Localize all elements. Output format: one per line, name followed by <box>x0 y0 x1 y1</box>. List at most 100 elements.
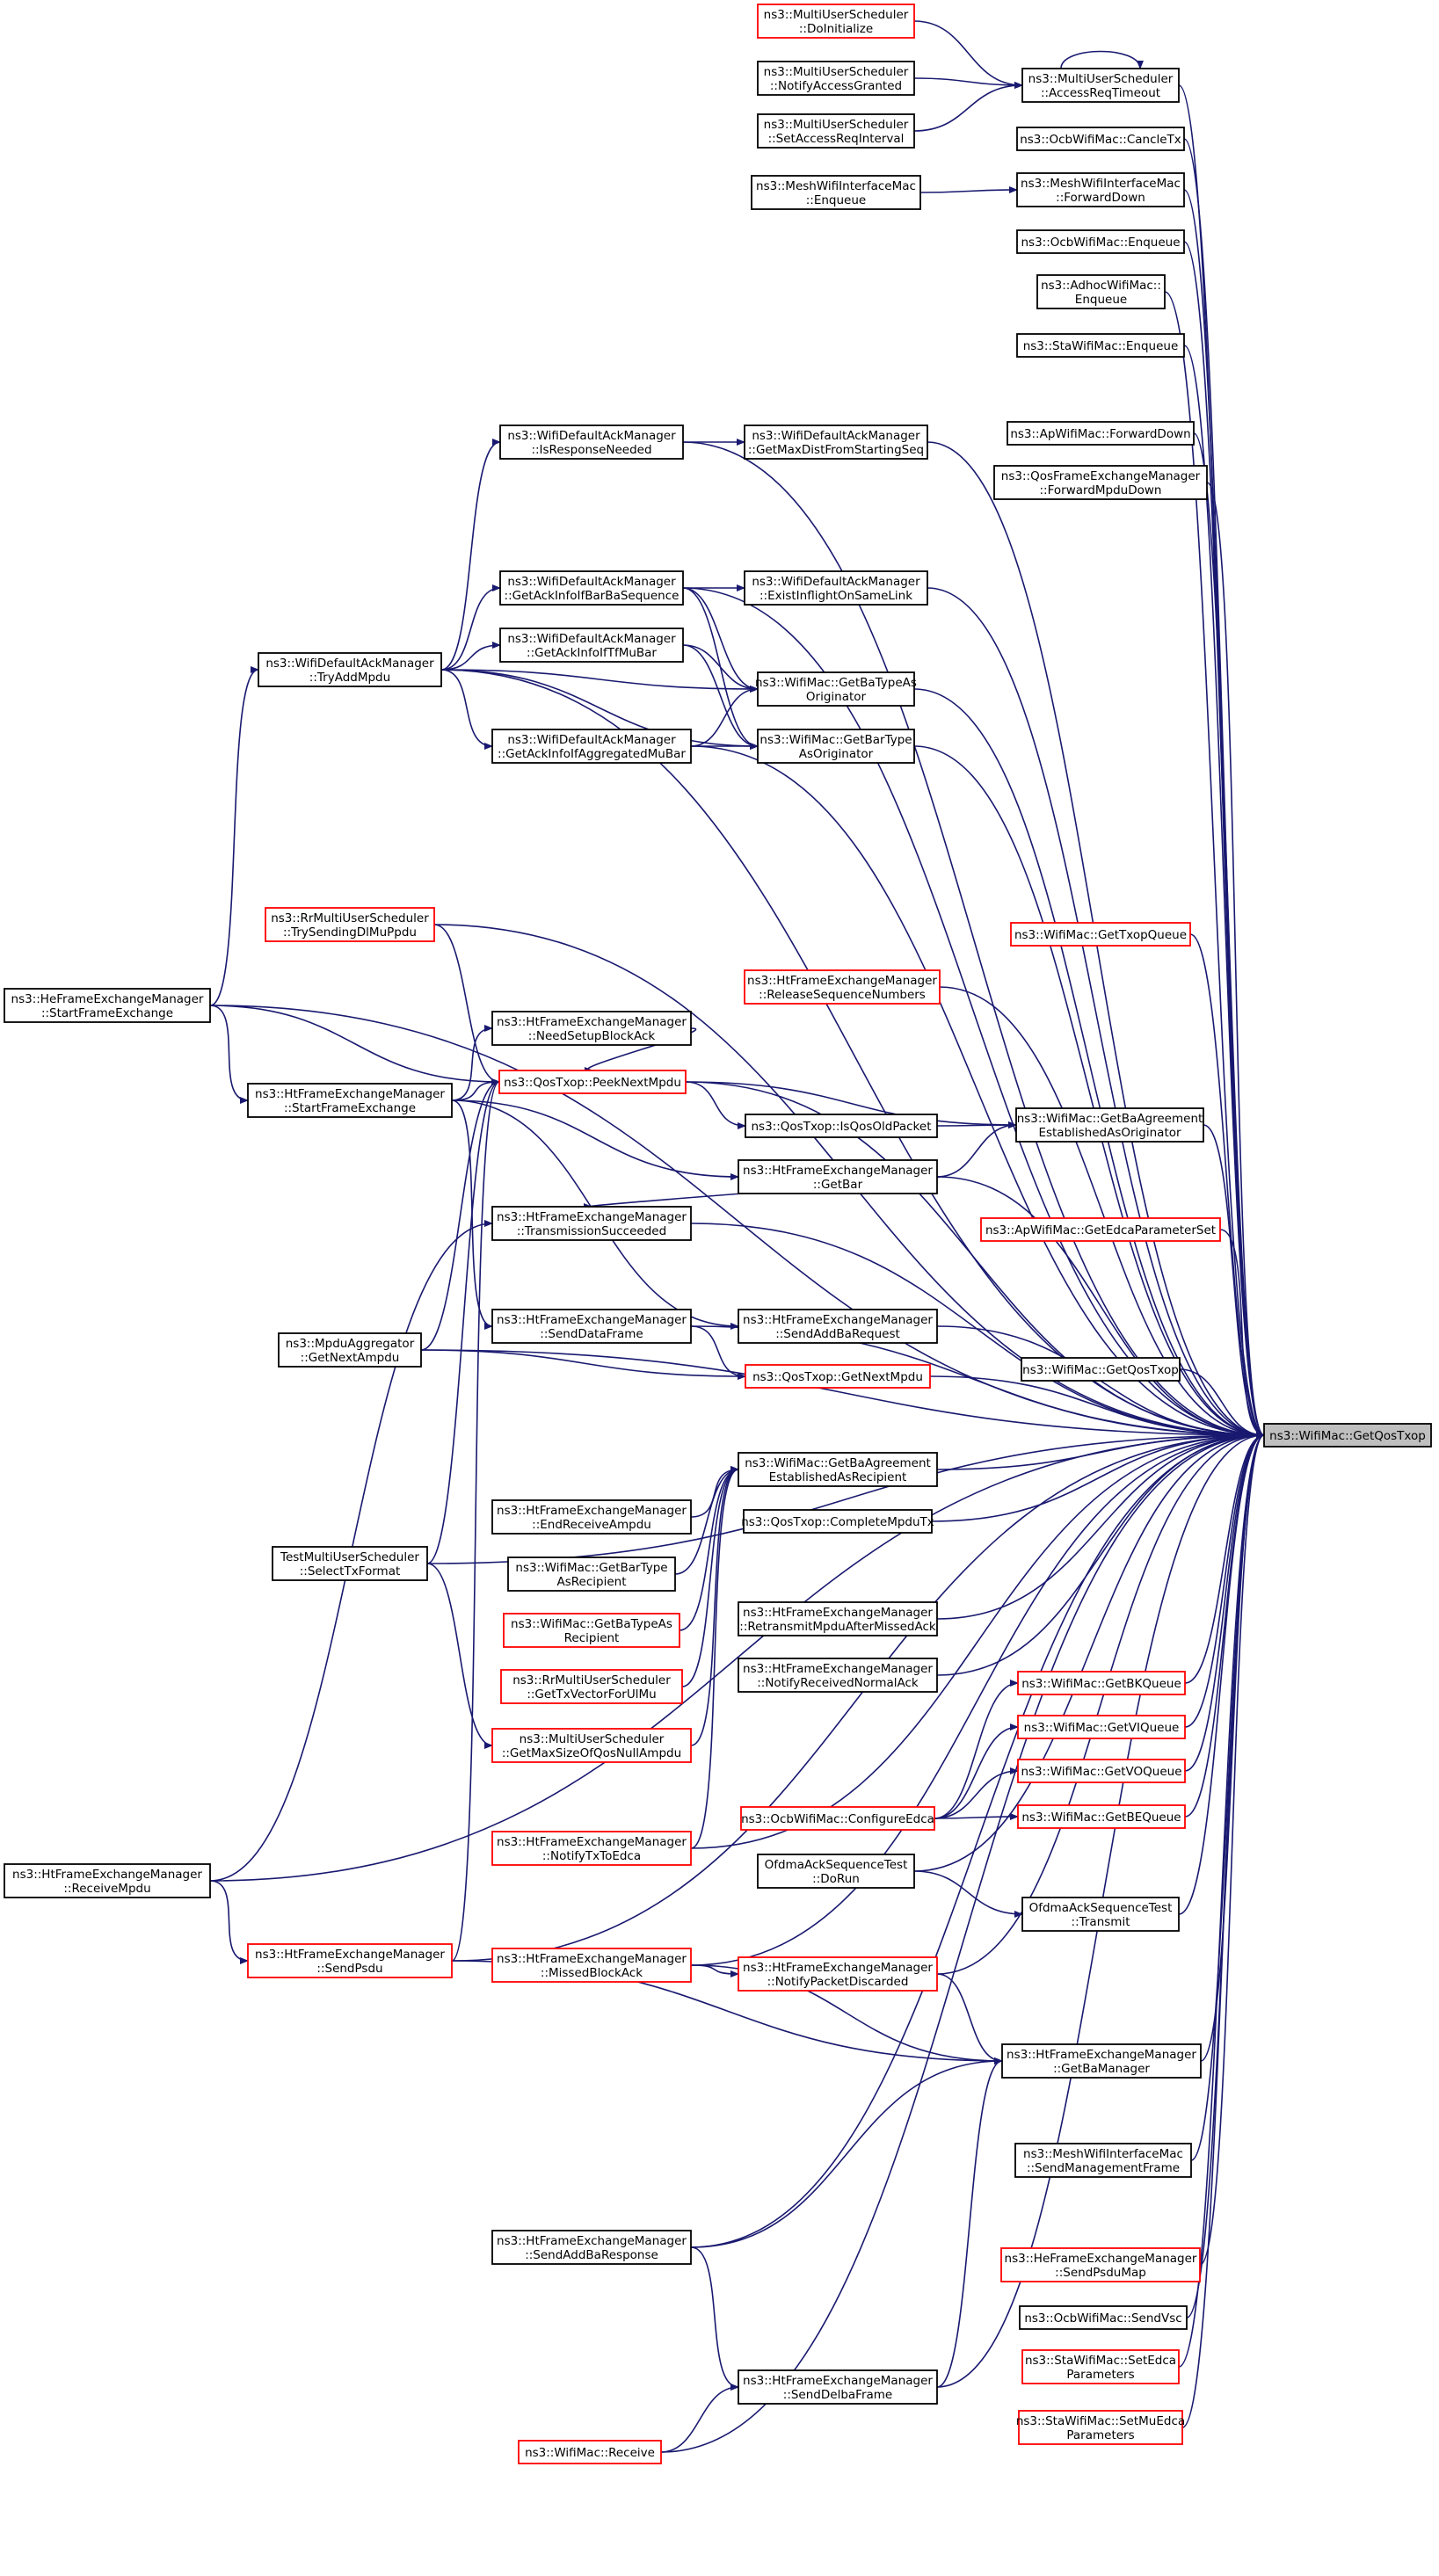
node-ns3-apwifimac-forwarddown[interactable]: ns3::ApWifiMac::ForwardDown <box>1007 421 1195 446</box>
node-testmultiuserscheduler-selecttxformat[interactable]: TestMultiUserScheduler::SelectTxFormat <box>272 1546 428 1581</box>
node-label: ns3::WifiMac::GetBaTypeAs <box>755 676 917 690</box>
node-ns3-htframeexchangemanager-endreceiveampdu[interactable]: ns3::HtFrameExchangeManager::EndReceiveA… <box>491 1499 692 1535</box>
node-ns3-meshwifiinterfacemac-sendmanagementframe[interactable]: ns3::MeshWifiInterfaceMac::SendManagemen… <box>1014 2143 1192 2178</box>
edge-n1-to-n4 <box>913 20 1023 89</box>
edge-n69-to-n67 <box>660 2384 739 2453</box>
node-label: ::GetTxVectorForUlMu <box>527 1687 656 1702</box>
node-label: ns3::MultiUserScheduler <box>520 1732 665 1746</box>
node-ns3-rrmultiuserscheduler-trysendingdlmuppdu[interactable]: ns3::RrMultiUserScheduler::TrySendingDlM… <box>265 907 435 942</box>
node-label: ::SendPsdu <box>316 1962 382 1976</box>
node-ns3-meshwifiinterfacemac-enqueue[interactable]: ns3::MeshWifiInterfaceMac::Enqueue <box>751 175 921 210</box>
node-ns3-htframeexchangemanager-retransmitmpduaftermissedack[interactable]: ns3::HtFrameExchangeManager::RetransmitM… <box>738 1601 938 1636</box>
node-ofdmaacksequencetest-dorun[interactable]: OfdmaAckSequenceTest::DoRun <box>757 1854 915 1889</box>
node-ns3-htframeexchangemanager-missedblockack[interactable]: ns3::HtFrameExchangeManager::MissedBlock… <box>491 1948 692 1983</box>
node-ns3-wifimac-gettxopqueue[interactable]: ns3::WifiMac::GetTxopQueue <box>1010 922 1191 947</box>
node-ns3-rrmultiuserscheduler-gettxvectorforulmu[interactable]: ns3::RrMultiUserScheduler::GetTxVectorFo… <box>500 1669 683 1704</box>
node-ns3-multiuserscheduler-notifyaccessgranted[interactable]: ns3::MultiUserScheduler::NotifyAccessGra… <box>757 61 915 96</box>
node-ns3-qostxop-getnextmpdu[interactable]: ns3::QosTxop::GetNextMpdu <box>745 1364 931 1389</box>
node-ns3-multiuserscheduler-getmaxsizeofqosnullampdu[interactable]: ns3::MultiUserScheduler::GetMaxSizeOfQos… <box>491 1728 692 1763</box>
node-ns3-htframeexchangemanager-getbar[interactable]: ns3::HtFrameExchangeManager::GetBar <box>738 1159 938 1194</box>
node-label: ns3::WifiMac::GetBKQueue <box>1021 1677 1181 1691</box>
node-label: ::GetAckInfoIfAggregatedMuBar <box>498 747 686 761</box>
node-label: ns3::WifiDefaultAckManager <box>507 429 676 443</box>
node-ns3-multiuserscheduler-doinitialize[interactable]: ns3::MultiUserScheduler::DoInitialize <box>757 4 915 39</box>
node-ns3-wifidefaultackmanager-tryaddmpdu[interactable]: ns3::WifiDefaultAckManager::TryAddMpdu <box>258 652 442 687</box>
node-box <box>1021 1897 1180 1932</box>
node-ns3-htframeexchangemanager-startframeexchange[interactable]: ns3::HtFrameExchangeManager::StartFrameE… <box>247 1083 453 1118</box>
node-box <box>491 1499 692 1535</box>
node-ns3-heframeexchangemanager-sendpsdumap[interactable]: ns3::HeFrameExchangeManager::SendPsduMap <box>1000 2247 1201 2282</box>
node-ns3-wifimac-getbkqueue[interactable]: ns3::WifiMac::GetBKQueue <box>1017 1671 1186 1695</box>
node-ns3-wifimac-getbaagreementestablishedasoriginator[interactable]: ns3::WifiMac::GetBaAgreementEstablishedA… <box>1015 1107 1204 1143</box>
node-ns3-qosframeexchangemanager-forwardmpdudown[interactable]: ns3::QosFrameExchangeManager::ForwardMpd… <box>993 465 1208 500</box>
node-ns3-wifidefaultackmanager-isresponseneeded[interactable]: ns3::WifiDefaultAckManager::IsResponseNe… <box>499 424 684 460</box>
node-ns3-htframeexchangemanager-sendaddbarequest[interactable]: ns3::HtFrameExchangeManager::SendAddBaRe… <box>738 1309 938 1344</box>
node-ns3-qostxop-isqosoldpacket[interactable]: ns3::QosTxop::IsQosOldPacket <box>745 1114 938 1138</box>
node-label: ::TrySendingDlMuPpdu <box>283 925 417 940</box>
edge-n54-to-n0 <box>690 1432 1265 1849</box>
node-ns3-htframeexchangemanager-notifypacketdiscarded[interactable]: ns3::HtFrameExchangeManager::NotifyPacke… <box>738 1956 938 1992</box>
node-ns3-qostxop-peeknextmpdu[interactable]: ns3::QosTxop::PeekNextMpdu <box>498 1070 687 1094</box>
node-label: ns3::HtFrameExchangeManager <box>743 1164 933 1178</box>
node-ns3-wifimac-getvoqueue[interactable]: ns3::WifiMac::GetVOQueue <box>1017 1759 1186 1783</box>
node-ns3-wifimac-getqostxop: ns3::WifiMac::GetQosTxop <box>1263 1423 1432 1448</box>
node-ns3-wifimac-receive[interactable]: ns3::WifiMac::Receive <box>518 2440 662 2464</box>
node-ns3-htframeexchangemanager-senddelbaframe[interactable]: ns3::HtFrameExchangeManager::SendDelbaFr… <box>738 2369 938 2405</box>
node-ns3-htframeexchangemanager-transmissionsucceeded[interactable]: ns3::HtFrameExchangeManager::Transmissio… <box>491 1206 692 1241</box>
node-ns3-ocbwifimac-enqueue[interactable]: ns3::OcbWifiMac::Enqueue <box>1016 229 1185 254</box>
node-ns3-wifimac-getbequeue[interactable]: ns3::WifiMac::GetBEQueue <box>1017 1804 1186 1829</box>
node-box <box>757 61 915 96</box>
node-ofdmaacksequencetest-transmit[interactable]: OfdmaAckSequenceTest::Transmit <box>1021 1897 1180 1932</box>
node-ns3-htframeexchangemanager-receivempdu[interactable]: ns3::HtFrameExchangeManager::ReceiveMpdu <box>4 1863 211 1898</box>
node-box <box>1017 1671 1186 1695</box>
node-ns3-apwifimac-getedcaparameterset[interactable]: ns3::ApWifiMac::GetEdcaParameterSet <box>980 1217 1221 1242</box>
node-ns3-ocbwifimac-cancletx[interactable]: ns3::OcbWifiMac::CancleTx <box>1016 127 1185 151</box>
node-ns3-htframeexchangemanager-sendpsdu[interactable]: ns3::HtFrameExchangeManager::SendPsdu <box>247 1943 453 1978</box>
edge-n13-to-n0 <box>1193 432 1265 1439</box>
node-label: Recipient <box>564 1631 620 1645</box>
node-label: ::Enqueue <box>806 193 866 207</box>
node-ns3-wifidefaultackmanager-getackinfoifbarbasequence[interactable]: ns3::WifiDefaultAckManager::GetAckInfoIf… <box>499 570 684 606</box>
node-ns3-ocbwifimac-configureedca[interactable]: ns3::OcbWifiMac::ConfigureEdca <box>740 1806 935 1831</box>
node-ns3-qostxop-completempdutx[interactable]: ns3::QosTxop::CompleteMpduTx <box>741 1509 934 1534</box>
node-ns3-multiuserscheduler-setaccessreqinterval[interactable]: ns3::MultiUserScheduler::SetAccessReqInt… <box>757 113 915 149</box>
node-ns3-htframeexchangemanager-sendaddbaresponse[interactable]: ns3::HtFrameExchangeManager::SendAddBaRe… <box>491 2230 692 2265</box>
node-ns3-wifimac-getqostxop[interactable]: ns3::WifiMac::GetQosTxop <box>1021 1357 1181 1382</box>
node-ns3-htframeexchangemanager-notifytxtoedca[interactable]: ns3::HtFrameExchangeManager::NotifyTxToE… <box>491 1831 692 1866</box>
edge-n24-to-n18 <box>209 666 259 1006</box>
edge-n47-to-n0 <box>936 1432 1265 1676</box>
node-label: ::GetNextAmpdu <box>301 1351 400 1365</box>
node-ns3-htframeexchangemanager-getbamanager[interactable]: ns3::HtFrameExchangeManager::GetBaManage… <box>1001 2043 1202 2079</box>
node-label: ::SelectTxFormat <box>300 1564 401 1578</box>
node-ns3-mpduaggregator-getnextampdu[interactable]: ns3::MpduAggregator::GetNextAmpdu <box>278 1332 422 1368</box>
node-ns3-htframeexchangemanager-needsetupblockack[interactable]: ns3::HtFrameExchangeManager::NeedSetupBl… <box>491 1011 692 1046</box>
edge-n44-to-n39 <box>679 1466 739 1631</box>
node-ns3-wifidefaultackmanager-getackinfoifaggregatedmubar[interactable]: ns3::WifiDefaultAckManager::GetAckInfoIf… <box>491 729 692 764</box>
node-ns3-ocbwifimac-sendvsc[interactable]: ns3::OcbWifiMac::SendVsc <box>1019 2305 1188 2330</box>
node-ns3-htframeexchangemanager-notifyreceivednormalack[interactable]: ns3::HtFrameExchangeManager::NotifyRecei… <box>738 1658 938 1693</box>
node-ns3-wifidefaultackmanager-existinflightonsamelink[interactable]: ns3::WifiDefaultAckManager::ExistInfligh… <box>744 570 928 606</box>
node-ns3-wifidefaultackmanager-getmaxdistfromstartingseq[interactable]: ns3::WifiDefaultAckManager::GetMaxDistFr… <box>744 424 928 460</box>
node-box <box>1021 2349 1180 2384</box>
node-ns3-meshwifiinterfacemac-forwarddown[interactable]: ns3::MeshWifiInterfaceMac::ForwardDown <box>1016 172 1185 207</box>
node-box <box>744 570 928 606</box>
edge-n42-to-n0 <box>426 1432 1265 1564</box>
node-ns3-wifidefaultackmanager-getackinfoiftfmubar[interactable]: ns3::WifiDefaultAckManager::GetAckInfoIf… <box>499 628 684 663</box>
node-box <box>993 465 1208 500</box>
node-ns3-heframeexchangemanager-startframeexchange[interactable]: ns3::HeFrameExchangeManager::StartFrameE… <box>4 988 211 1023</box>
node-ns3-wifimac-getbaagreementestablishedasrecipient[interactable]: ns3::WifiMac::GetBaAgreementEstablishedA… <box>738 1452 938 1487</box>
node-ns3-htframeexchangemanager-senddataframe[interactable]: ns3::HtFrameExchangeManager::SendDataFra… <box>491 1309 692 1344</box>
node-ns3-stawifimac-enqueue[interactable]: ns3::StaWifiMac::Enqueue <box>1016 333 1185 358</box>
node-ns3-wifimac-getviqueue[interactable]: ns3::WifiMac::GetVIQueue <box>1017 1715 1186 1739</box>
node-ns3-multiuserscheduler-accessreqtimeout[interactable]: ns3::MultiUserScheduler::AccessReqTimeou… <box>1021 68 1180 103</box>
node-box <box>491 1728 692 1763</box>
node-ns3-adhocwifimac-enqueue[interactable]: ns3::AdhocWifiMac::Enqueue <box>1036 274 1166 309</box>
node-ns3-htframeexchangemanager-releasesequencenumbers[interactable]: ns3::HtFrameExchangeManager::ReleaseSequ… <box>744 969 941 1005</box>
